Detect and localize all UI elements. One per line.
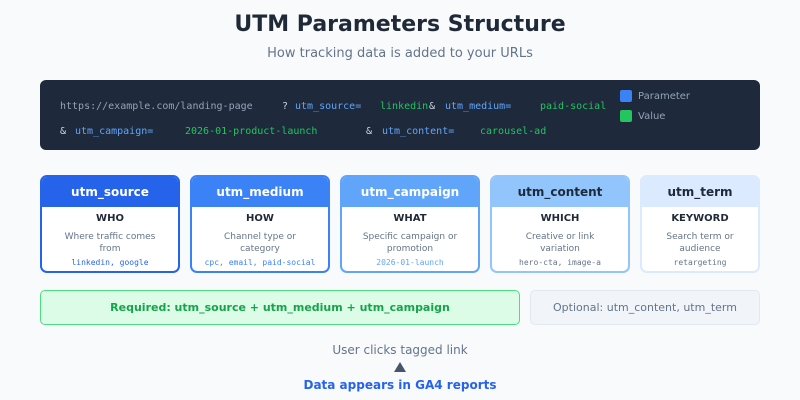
card-utm-source: utm_source WHO Where traffic comes from …: [40, 175, 180, 273]
card-example: hero-cta, image-a: [519, 258, 601, 267]
value-utm-source: linkedin: [380, 101, 429, 112]
query-separator: ?: [282, 101, 289, 112]
diagram-subtitle: How tracking data is added to your URLs: [267, 46, 533, 61]
card-example: 2026-01-launch: [376, 258, 444, 267]
value-utm-campaign: 2026-01-product-launch: [185, 126, 318, 137]
value-utm-content: carousel-ad: [480, 126, 547, 137]
required-params-box: Required: utm_source + utm_medium + utm_…: [40, 290, 520, 325]
card-example: linkedin, google: [71, 258, 149, 267]
flow-end-label: Data appears in GA4 reports: [303, 378, 497, 392]
card-utm-campaign: utm_campaign WHAT Specific campaign or p…: [340, 175, 480, 273]
base-url: https://example.com/landing-page: [60, 101, 253, 112]
card-description: Search term or audience: [666, 232, 734, 254]
card-utm-content: utm_content WHICH Creative or link varia…: [490, 175, 630, 273]
card-description: Where traffic comes from: [64, 232, 156, 254]
ampersand: &: [366, 126, 373, 137]
param-utm-medium: utm_medium=: [445, 101, 512, 112]
card-header: utm_campaign: [342, 177, 478, 207]
card-description: Channel type or category: [224, 232, 296, 254]
optional-params-box: Optional: utm_content, utm_term: [530, 290, 760, 325]
legend-parameter-swatch: [620, 90, 632, 102]
card-header: utm_term: [642, 177, 758, 207]
card-label: WHAT: [393, 213, 427, 224]
legend-parameter-label: Parameter: [638, 91, 691, 102]
card-label: HOW: [246, 213, 274, 224]
legend-value-label: Value: [638, 111, 666, 122]
card-utm-medium: utm_medium HOW Channel type or category …: [190, 175, 330, 273]
card-label: WHO: [96, 213, 124, 224]
ampersand: &: [60, 126, 67, 137]
up-arrow-icon: [394, 362, 406, 372]
flow-start-label: User clicks tagged link: [332, 343, 468, 357]
param-utm-source: utm_source=: [295, 101, 362, 112]
card-label: KEYWORD: [671, 213, 729, 224]
card-utm-term: utm_term KEYWORD Search term or audience…: [640, 175, 760, 273]
card-description: Creative or link variation: [525, 232, 595, 254]
param-utm-campaign: utm_campaign=: [75, 126, 154, 137]
card-description: Specific campaign or promotion: [362, 232, 458, 254]
card-example: cpc, email, paid-social: [204, 258, 316, 267]
card-header: utm_source: [42, 177, 178, 207]
card-example: retargeting: [673, 258, 727, 267]
value-utm-medium: paid-social: [540, 101, 607, 112]
ampersand: &: [429, 101, 436, 112]
card-header: utm_content: [492, 177, 628, 207]
diagram-title: UTM Parameters Structure: [234, 12, 566, 37]
card-header: utm_medium: [192, 177, 328, 207]
param-utm-content: utm_content=: [382, 126, 455, 137]
url-example-panel: https://example.com/landing-page ? utm_s…: [40, 80, 760, 150]
legend-value-swatch: [620, 110, 632, 122]
card-label: WHICH: [540, 213, 580, 224]
